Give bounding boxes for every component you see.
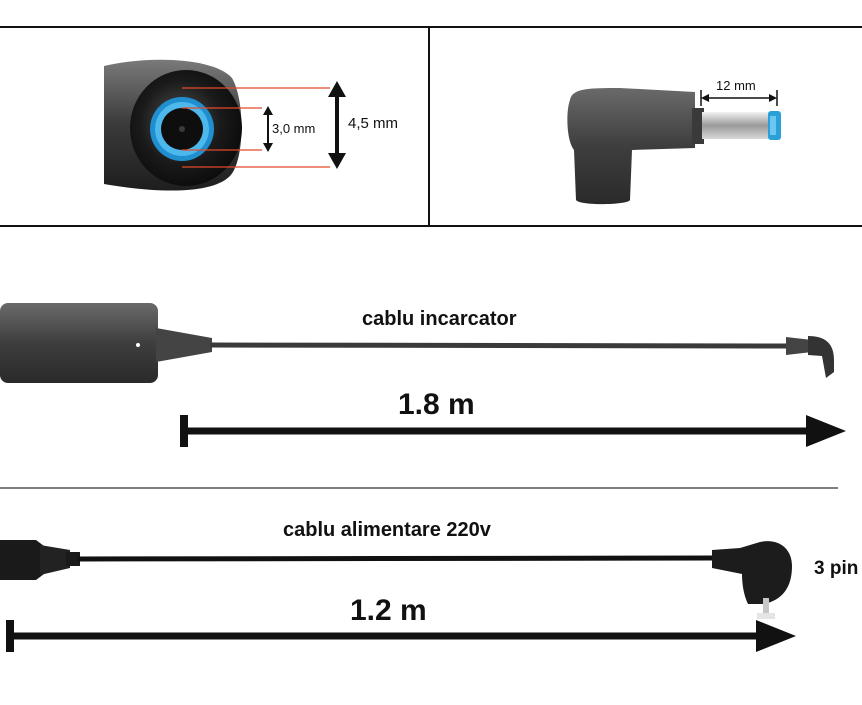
pin-length-label: 12 mm — [716, 78, 756, 93]
plug-type-label: 3 pin — [814, 558, 859, 579]
charger-length-label: 1.8 m — [398, 388, 475, 421]
dimension-guide-lines — [182, 87, 330, 168]
top-panel-frame — [0, 26, 862, 227]
pin-length-arrow — [700, 90, 778, 106]
connector-pin — [702, 112, 770, 139]
connector-tip-end-view — [104, 59, 242, 191]
charger-length-arrow — [180, 415, 846, 447]
charger-cable — [209, 336, 834, 378]
power-cable-length-label: 1.2 m — [350, 594, 427, 627]
charger-cable-label: cablu incarcator — [362, 308, 517, 330]
schuko-plug — [712, 541, 792, 619]
iec-connector — [0, 540, 80, 580]
inner-diameter-label: 3,0 mm — [272, 121, 316, 136]
outer-diameter-arrow — [328, 81, 346, 169]
inner-diameter-arrow — [263, 106, 273, 152]
power-cable-label: cablu alimentare 220v — [283, 519, 491, 541]
power-adapter — [0, 303, 212, 383]
power-cable-length-arrow — [6, 620, 796, 652]
power-cable — [77, 555, 717, 562]
outer-diameter-label: 4,5 mm — [348, 115, 399, 132]
right-angle-connector — [567, 88, 781, 205]
